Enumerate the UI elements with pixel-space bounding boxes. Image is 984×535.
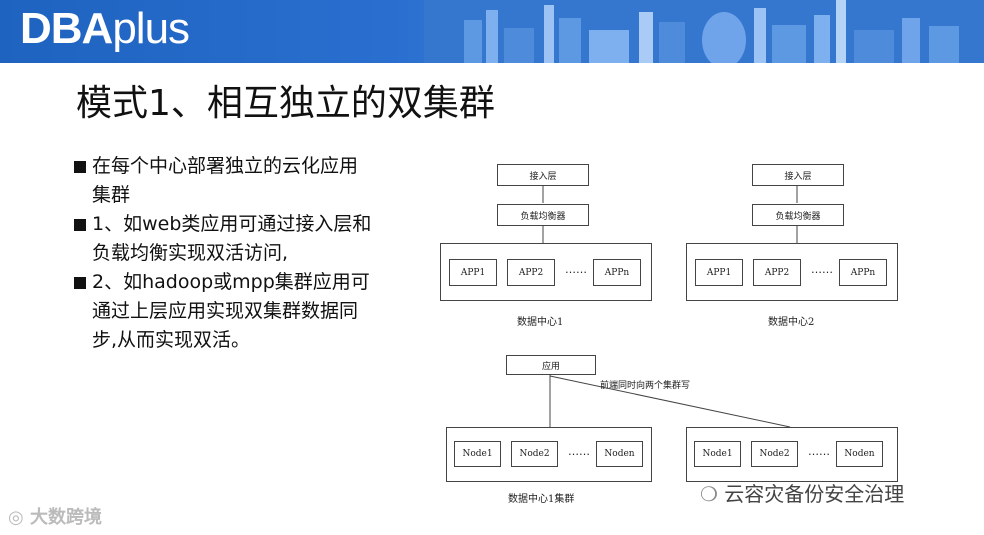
bullet-list: 在每个中心部署独立的云化应用集群 1、如web类应用可通过接入层和负载均衡实现双… <box>74 152 374 355</box>
architecture-diagram: 接入层 负载均衡器 APP1 APP2 …… APPn 数据中心1 接入层 负载… <box>420 150 920 520</box>
cluster2-node-box: Node2 <box>751 441 798 467</box>
header-banner: DBAplus <box>0 0 984 63</box>
watermark-right: ❍ 云容灾备份安全治理 <box>700 478 904 507</box>
cluster2-ellipsis: …… <box>808 445 830 458</box>
dc2-app-box: APPn <box>839 259 887 286</box>
dc1-app-box: APP1 <box>449 259 497 286</box>
dc2-app-box: APP2 <box>753 259 801 286</box>
chat-bubble-icon: ❍ <box>700 482 718 506</box>
cluster1-ellipsis: …… <box>568 445 590 458</box>
cluster1-node-box: Noden <box>596 441 643 467</box>
dc1-app-box: APP2 <box>507 259 555 286</box>
dc2-ellipsis: …… <box>811 263 833 276</box>
bullet-item: 2、如hadoop或mpp集群应用可通过上层应用实现双集群数据同步,从而实现双活… <box>74 268 374 355</box>
dc1-caption: 数据中心1 <box>517 313 563 328</box>
dual-write-label: 前端同时向两个集群写 <box>600 378 690 391</box>
dc1-ellipsis: …… <box>565 263 587 276</box>
dc2-load-balancer: 负载均衡器 <box>752 204 844 226</box>
watermark-left: ◎ 大数跨境 <box>8 503 102 529</box>
dc1-access-layer: 接入层 <box>497 164 589 186</box>
application-box: 应用 <box>506 355 596 375</box>
dc2-caption: 数据中心2 <box>768 313 814 328</box>
square-bullet-icon <box>74 277 86 289</box>
cluster2-node-box: Node1 <box>694 441 741 467</box>
bullet-item: 在每个中心部署独立的云化应用集群 <box>74 152 374 210</box>
bullet-item: 1、如web类应用可通过接入层和负载均衡实现双活访问, <box>74 210 374 268</box>
dc1-load-balancer: 负载均衡器 <box>497 204 589 226</box>
cluster2-node-box: Noden <box>836 441 883 467</box>
square-bullet-icon <box>74 219 86 231</box>
slide-title: 模式1、相互独立的双集群 <box>76 74 495 126</box>
wechat-icon: ◎ <box>8 507 24 528</box>
square-bullet-icon <box>74 161 86 173</box>
dc2-app-box: APP1 <box>695 259 743 286</box>
dc2-access-layer: 接入层 <box>752 164 844 186</box>
cluster1-node-box: Node1 <box>454 441 501 467</box>
skyline-decoration <box>424 0 984 63</box>
cluster1-caption: 数据中心1集群 <box>508 490 574 505</box>
cluster1-node-box: Node2 <box>511 441 558 467</box>
dbaplus-logo: DBAplus <box>20 4 189 54</box>
dc1-app-box: APPn <box>593 259 641 286</box>
